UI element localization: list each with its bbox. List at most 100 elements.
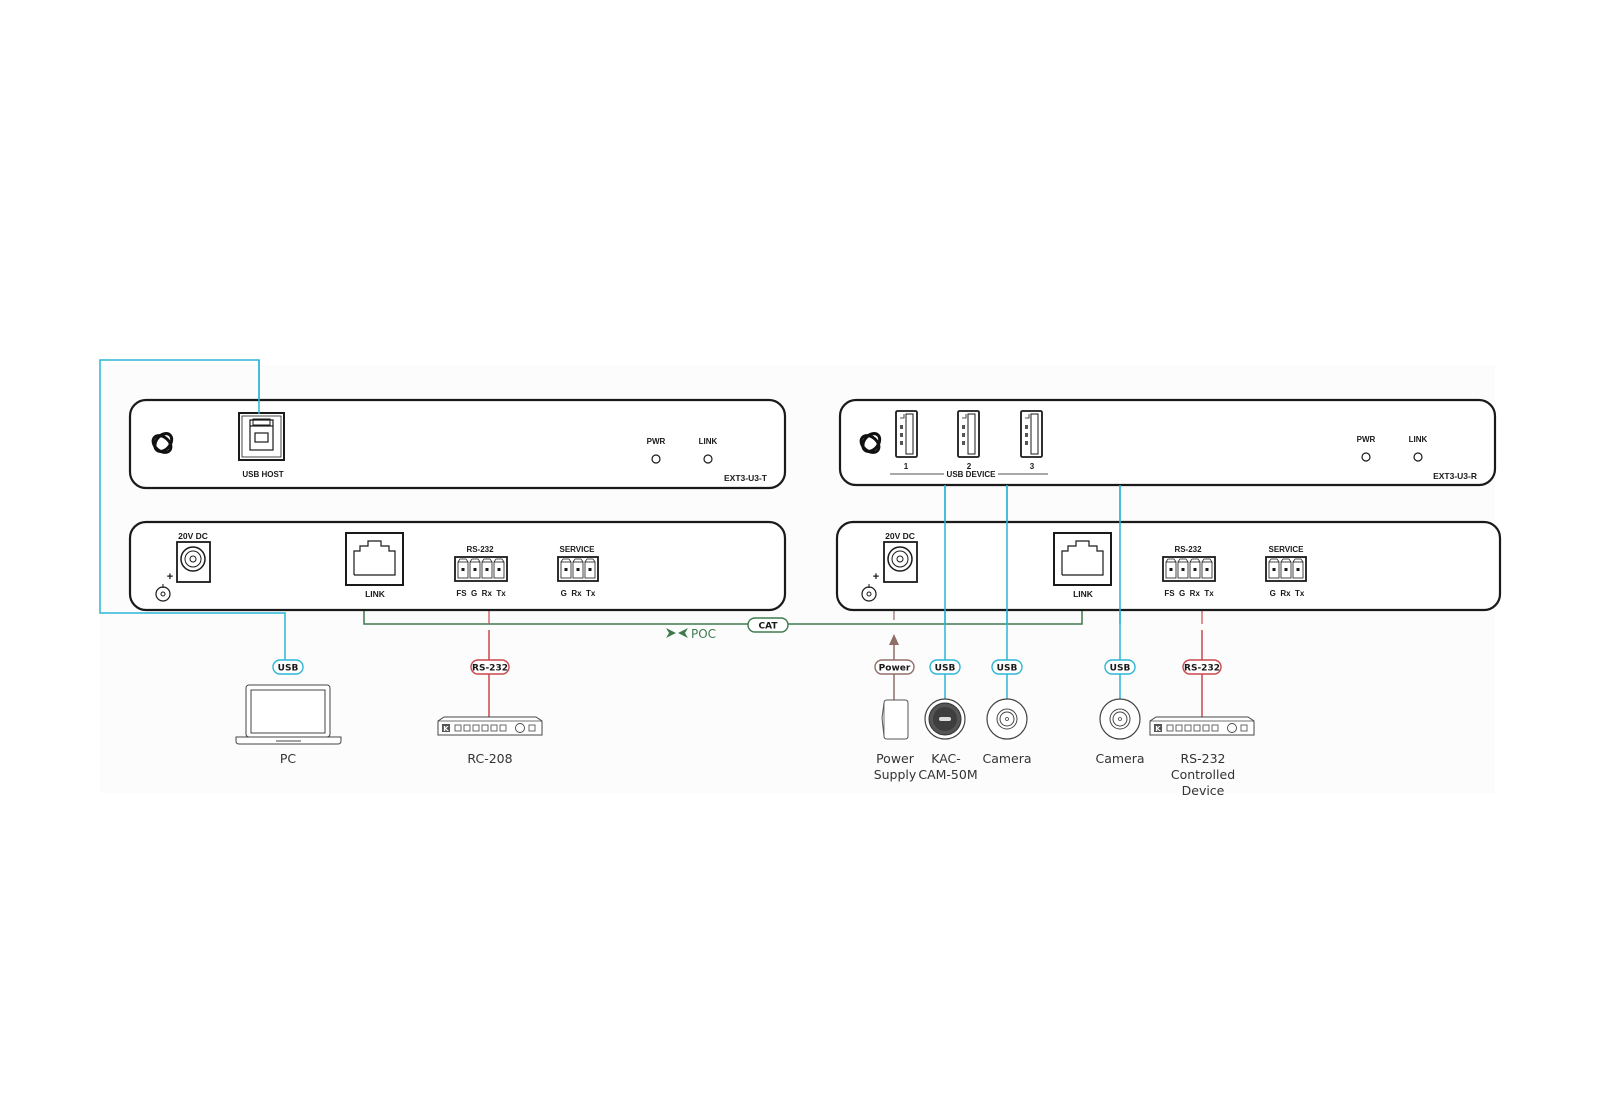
transmitter-front-panel: USB HOST PWR LINK EXT3-U3-T	[128, 398, 787, 490]
usb-pill-text: USB	[1110, 664, 1131, 674]
transmitter-model-label: EXT3-U3-T	[724, 473, 768, 483]
svg-text:K: K	[443, 725, 449, 733]
button-icon	[499, 724, 507, 732]
receiver-model-label: EXT3-U3-R	[1433, 471, 1477, 481]
rs232-pill-left: RS-232	[470, 659, 510, 675]
terminal-pin-icon	[560, 558, 572, 579]
button-icon	[472, 724, 480, 732]
terminal-pin-icon	[493, 558, 505, 579]
camera-icon	[1099, 698, 1141, 740]
led-pwr-label: PWR	[1357, 435, 1376, 444]
terminal-pin-icon	[481, 558, 493, 579]
usb-pill-camera-1: USB	[991, 659, 1023, 675]
cat-pill-text: CAT	[758, 622, 778, 632]
kac-cam-label-2: CAM-50M	[918, 767, 977, 782]
usb-a-port-2-icon[interactable]	[957, 410, 980, 458]
service-terminal-block-icon[interactable]	[557, 556, 599, 582]
power-input-label: 20V DC	[885, 531, 915, 541]
ground-screw-icon	[155, 584, 171, 602]
rs232-terminal-block-icon[interactable]	[1162, 556, 1216, 582]
knob-icon	[1227, 723, 1237, 733]
camera-icon	[986, 698, 1028, 740]
usb-pill-text: USB	[935, 664, 956, 674]
rs232-pill-text: RS-232	[1184, 664, 1220, 674]
rs232-port-label: RS-232	[466, 545, 494, 554]
power-pill: Power	[874, 659, 915, 675]
usb-port-3-number: 3	[1030, 462, 1035, 471]
poc-arrow-left-icon	[678, 628, 688, 638]
terminal-pin-icon	[1201, 558, 1213, 579]
rs232-terminal-block-icon[interactable]	[454, 556, 508, 582]
button-icon	[1193, 724, 1201, 732]
button-icon	[1166, 724, 1174, 732]
service-terminal-block-icon[interactable]	[1265, 556, 1307, 582]
rs232-device-label-1: RS-232	[1181, 751, 1226, 766]
rc208-device-icon: K	[437, 716, 543, 736]
receiver-rear-panel: 20V DC + LINK RS-232 FS G Rx Tx SERVICE …	[835, 520, 1502, 612]
kramer-k-logo-icon: K	[1154, 724, 1162, 733]
polarity-plus: +	[167, 571, 173, 583]
button-icon	[463, 724, 471, 732]
led-pwr-icon	[651, 454, 661, 464]
terminal-pin-icon	[584, 558, 596, 579]
led-link-label: LINK	[699, 437, 718, 446]
button-icon	[1202, 724, 1210, 732]
usb-pill-kac: USB	[929, 659, 961, 675]
usb-pill-camera-2: USB	[1104, 659, 1136, 675]
ground-screw-icon	[861, 584, 877, 602]
power-supply-icon	[881, 699, 909, 740]
button-icon	[1184, 724, 1192, 732]
usb-device-label: USB DEVICE	[947, 470, 997, 479]
dc-power-jack-icon[interactable]	[176, 541, 211, 583]
rj45-link-port-icon[interactable]	[1053, 532, 1112, 586]
cat-pill: CAT	[747, 617, 789, 633]
led-link-label: LINK	[1409, 435, 1428, 444]
usb-port-1-number: 1	[904, 462, 909, 471]
terminal-pin-icon	[457, 558, 469, 579]
kramer-logo-icon	[859, 432, 882, 454]
terminal-pin-icon	[1268, 558, 1280, 579]
rs232-pill-right: RS-232	[1182, 659, 1222, 675]
power-input-label: 20V DC	[178, 531, 208, 541]
service-pins-label: G Rx Tx	[1270, 589, 1305, 598]
power-supply-label-2: Supply	[874, 767, 917, 782]
led-pwr-label: PWR	[647, 437, 666, 446]
camera-1-label: Camera	[982, 751, 1031, 766]
usb-b-port-icon[interactable]	[238, 412, 285, 461]
kramer-logo-icon	[151, 432, 174, 454]
polarity-plus: +	[873, 571, 879, 583]
usb-host-label: USB HOST	[242, 470, 283, 479]
transmitter-rear-panel: 20V DC + LINK RS-232 FS G Rx Tx SERVICE …	[128, 520, 787, 612]
usb-pill-text: USB	[278, 664, 299, 674]
led-link-icon	[1413, 452, 1423, 462]
kac-cam-label-1: KAC-	[931, 751, 961, 766]
poc-arrow-right-icon	[666, 628, 676, 638]
terminal-pin-icon	[469, 558, 481, 579]
rc208-label: RC-208	[467, 751, 512, 766]
terminal-pin-icon	[1177, 558, 1189, 579]
laptop-icon	[235, 684, 342, 745]
link-port-label: LINK	[365, 589, 386, 599]
terminal-pin-icon	[1280, 558, 1292, 579]
power-supply-label-1: Power	[876, 751, 915, 766]
link-port-label: LINK	[1073, 589, 1094, 599]
button-icon	[490, 724, 498, 732]
button-icon	[1175, 724, 1183, 732]
usb-pill-pc: USB	[272, 659, 304, 675]
rs232-pill-text: RS-232	[472, 664, 508, 674]
service-port-label: SERVICE	[1269, 545, 1305, 554]
pc-label: PC	[280, 751, 297, 766]
camera-2-label: Camera	[1095, 751, 1144, 766]
power-pill-text: Power	[879, 664, 911, 674]
usb-a-port-1-icon[interactable]	[895, 410, 918, 458]
rj45-link-port-icon[interactable]	[345, 532, 404, 586]
svg-text:K: K	[1155, 725, 1161, 733]
button-icon	[454, 724, 462, 732]
dc-power-jack-icon[interactable]	[883, 541, 918, 583]
terminal-pin-icon	[1189, 558, 1201, 579]
kac-cam-icon	[924, 698, 966, 740]
rs232-device-label-3: Device	[1182, 783, 1225, 798]
receiver-front-panel: 1 2 3 USB DEVICE PWR LINK EXT3-U3-R	[838, 398, 1497, 487]
usb-a-port-3-icon[interactable]	[1020, 410, 1043, 458]
